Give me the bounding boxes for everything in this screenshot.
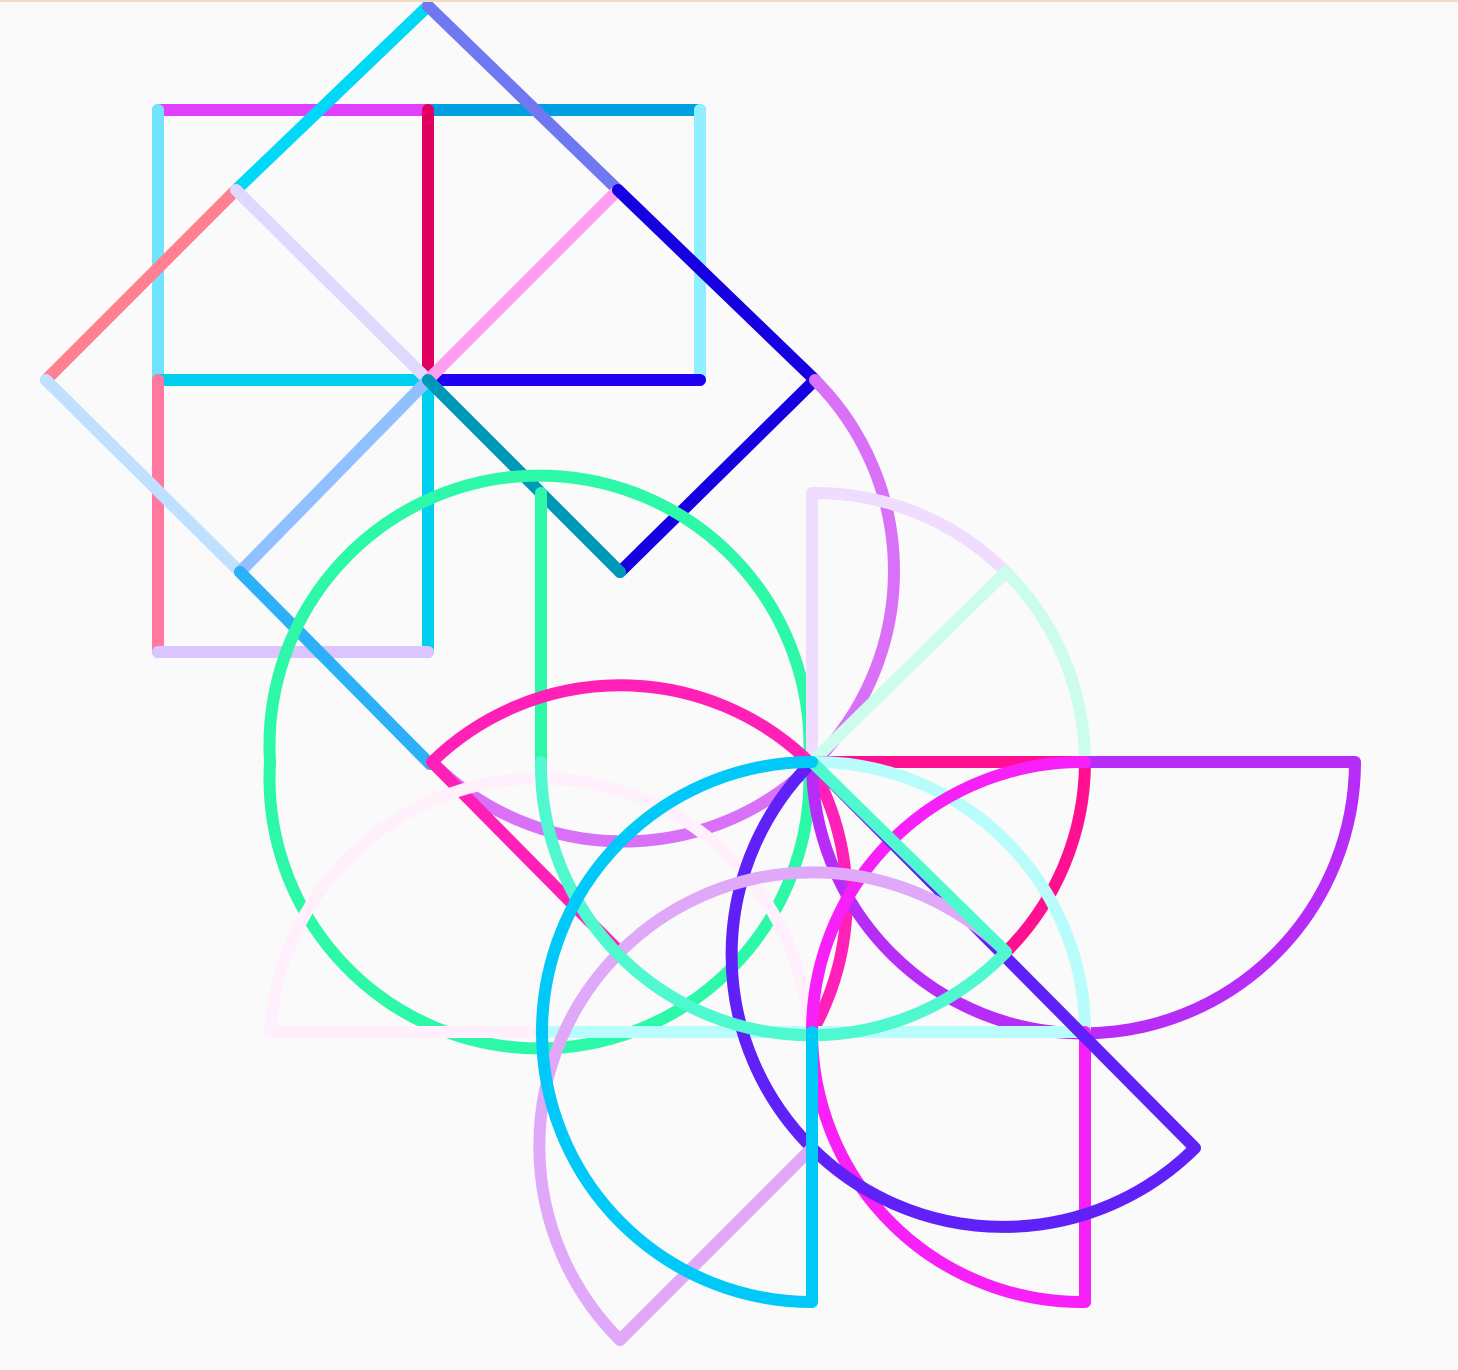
segment-diag-top-right [422,2,624,196]
segment-diag-top-left [230,2,434,196]
segment-quarter-pale-lilac [806,486,1012,768]
segment-diag-long-sw [234,566,436,770]
segment-diag-inner-nw [230,184,434,386]
segment-lens-hot-pink [426,679,853,1038]
segment-diag-far-left [40,184,242,386]
segment-diag-far-left-lower [40,374,246,578]
segment-half-deep-sky [536,756,818,1308]
segment-diag-inner-sw [234,374,434,578]
segment-diag-inner-ne [422,184,624,386]
segment-diag-right-lower [614,374,821,578]
segment-quarter-deep-pink [806,756,1091,958]
segment-quarter-pale-mint [806,566,1091,768]
segment-diag-right-upper [612,184,821,386]
segment-half-ice [535,755,1091,1038]
segment-circle-aquamarine [534,756,1012,1042]
